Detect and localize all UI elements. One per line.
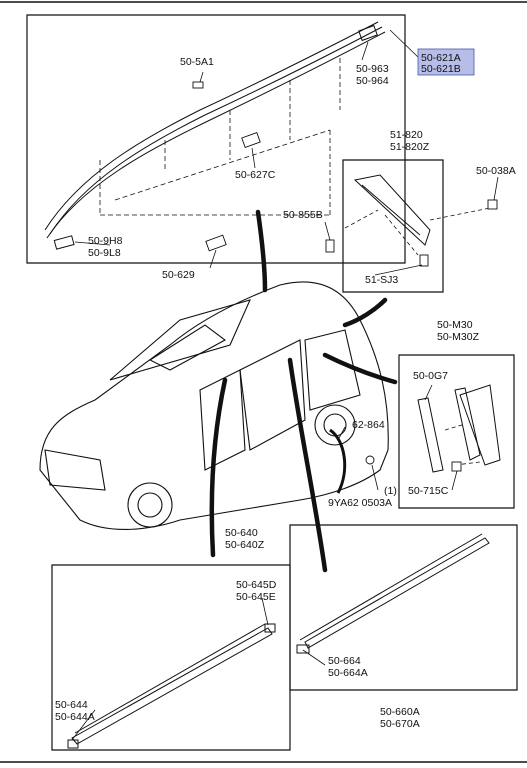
- label-rail-cap-b[interactable]: 50-964: [356, 75, 389, 87]
- quarter-garnish: [353, 174, 431, 246]
- rail-leader-dashes: [99, 58, 341, 216]
- label-rail-end-a[interactable]: 50-9H8: [88, 235, 123, 247]
- label-rear-molding-b[interactable]: 50-670A: [380, 718, 420, 730]
- label-rear-end-a[interactable]: 50-664: [328, 655, 361, 667]
- fender-seal: [329, 428, 347, 494]
- label-clip-a[interactable]: 50-038A: [476, 165, 516, 177]
- label-rail-clip[interactable]: 50-5A1: [180, 56, 214, 68]
- label-screw-ref: (1): [384, 485, 397, 497]
- label-front-end-d[interactable]: 50-644A: [55, 711, 95, 723]
- rail-bracket-part: [241, 131, 261, 149]
- leader-strokes: [209, 209, 398, 573]
- label-rail-bracket-b[interactable]: 50-629: [162, 269, 195, 281]
- highlight-box: [417, 48, 475, 76]
- label-clip-c[interactable]: 51-SJ3: [365, 274, 398, 286]
- clip-b-part: [325, 239, 335, 253]
- label-front-end-b[interactable]: 50-645E: [236, 591, 276, 603]
- label-fender-seal[interactable]: 62-864: [352, 419, 385, 431]
- label-pillar-seal[interactable]: 50-0G7: [413, 370, 448, 382]
- label-quarter-b[interactable]: 51-820Z: [390, 141, 430, 153]
- rear-molding-panel: [289, 524, 518, 691]
- pillar-seal: [417, 384, 501, 473]
- label-quarter-a[interactable]: 51-820: [390, 129, 423, 141]
- screw-part: [365, 455, 375, 465]
- label-roof-rail-a[interactable]: 50-621A: [421, 52, 461, 64]
- roof-rail: [44, 21, 386, 250]
- front-molding: [67, 623, 276, 749]
- label-pillar-clip[interactable]: 50-715C: [408, 485, 449, 497]
- vehicle: [39, 281, 389, 531]
- quarter-garnish-panel: [342, 159, 444, 293]
- clip-c-part: [419, 254, 429, 267]
- label-rail-end-b[interactable]: 50-9L8: [88, 247, 121, 259]
- label-front-molding-b[interactable]: 50-640Z: [225, 539, 265, 551]
- rear-molding: [296, 533, 490, 654]
- label-front-molding-a[interactable]: 50-640: [225, 527, 258, 539]
- rail-bracket-b-part: [205, 234, 227, 252]
- label-leaders: [71, 29, 499, 741]
- label-screw-code[interactable]: 9YA62 0503A: [328, 497, 392, 509]
- label-rail-cap-a[interactable]: 50-963: [356, 63, 389, 75]
- pillar-clip-part: [451, 461, 462, 472]
- label-front-end-a[interactable]: 50-645D: [236, 579, 277, 591]
- label-pillar-b[interactable]: 50-M30Z: [437, 331, 480, 343]
- label-front-end-c[interactable]: 50-644: [55, 699, 88, 711]
- label-rear-end-b[interactable]: 50-664A: [328, 667, 368, 679]
- label-clip-b[interactable]: 50-855B: [283, 209, 323, 221]
- rail-clip-part: [192, 81, 204, 89]
- label-rail-bracket[interactable]: 50-627C: [235, 169, 276, 181]
- pillar-panel: [398, 354, 515, 509]
- clip-a-part: [487, 199, 498, 210]
- front-molding-panel: [51, 564, 291, 751]
- label-rear-molding-a[interactable]: 50-660A: [380, 706, 420, 718]
- roof-rail-panel: [26, 14, 406, 264]
- label-pillar-a[interactable]: 50-M30: [437, 319, 473, 331]
- label-roof-rail-b[interactable]: 50-621B: [421, 63, 461, 75]
